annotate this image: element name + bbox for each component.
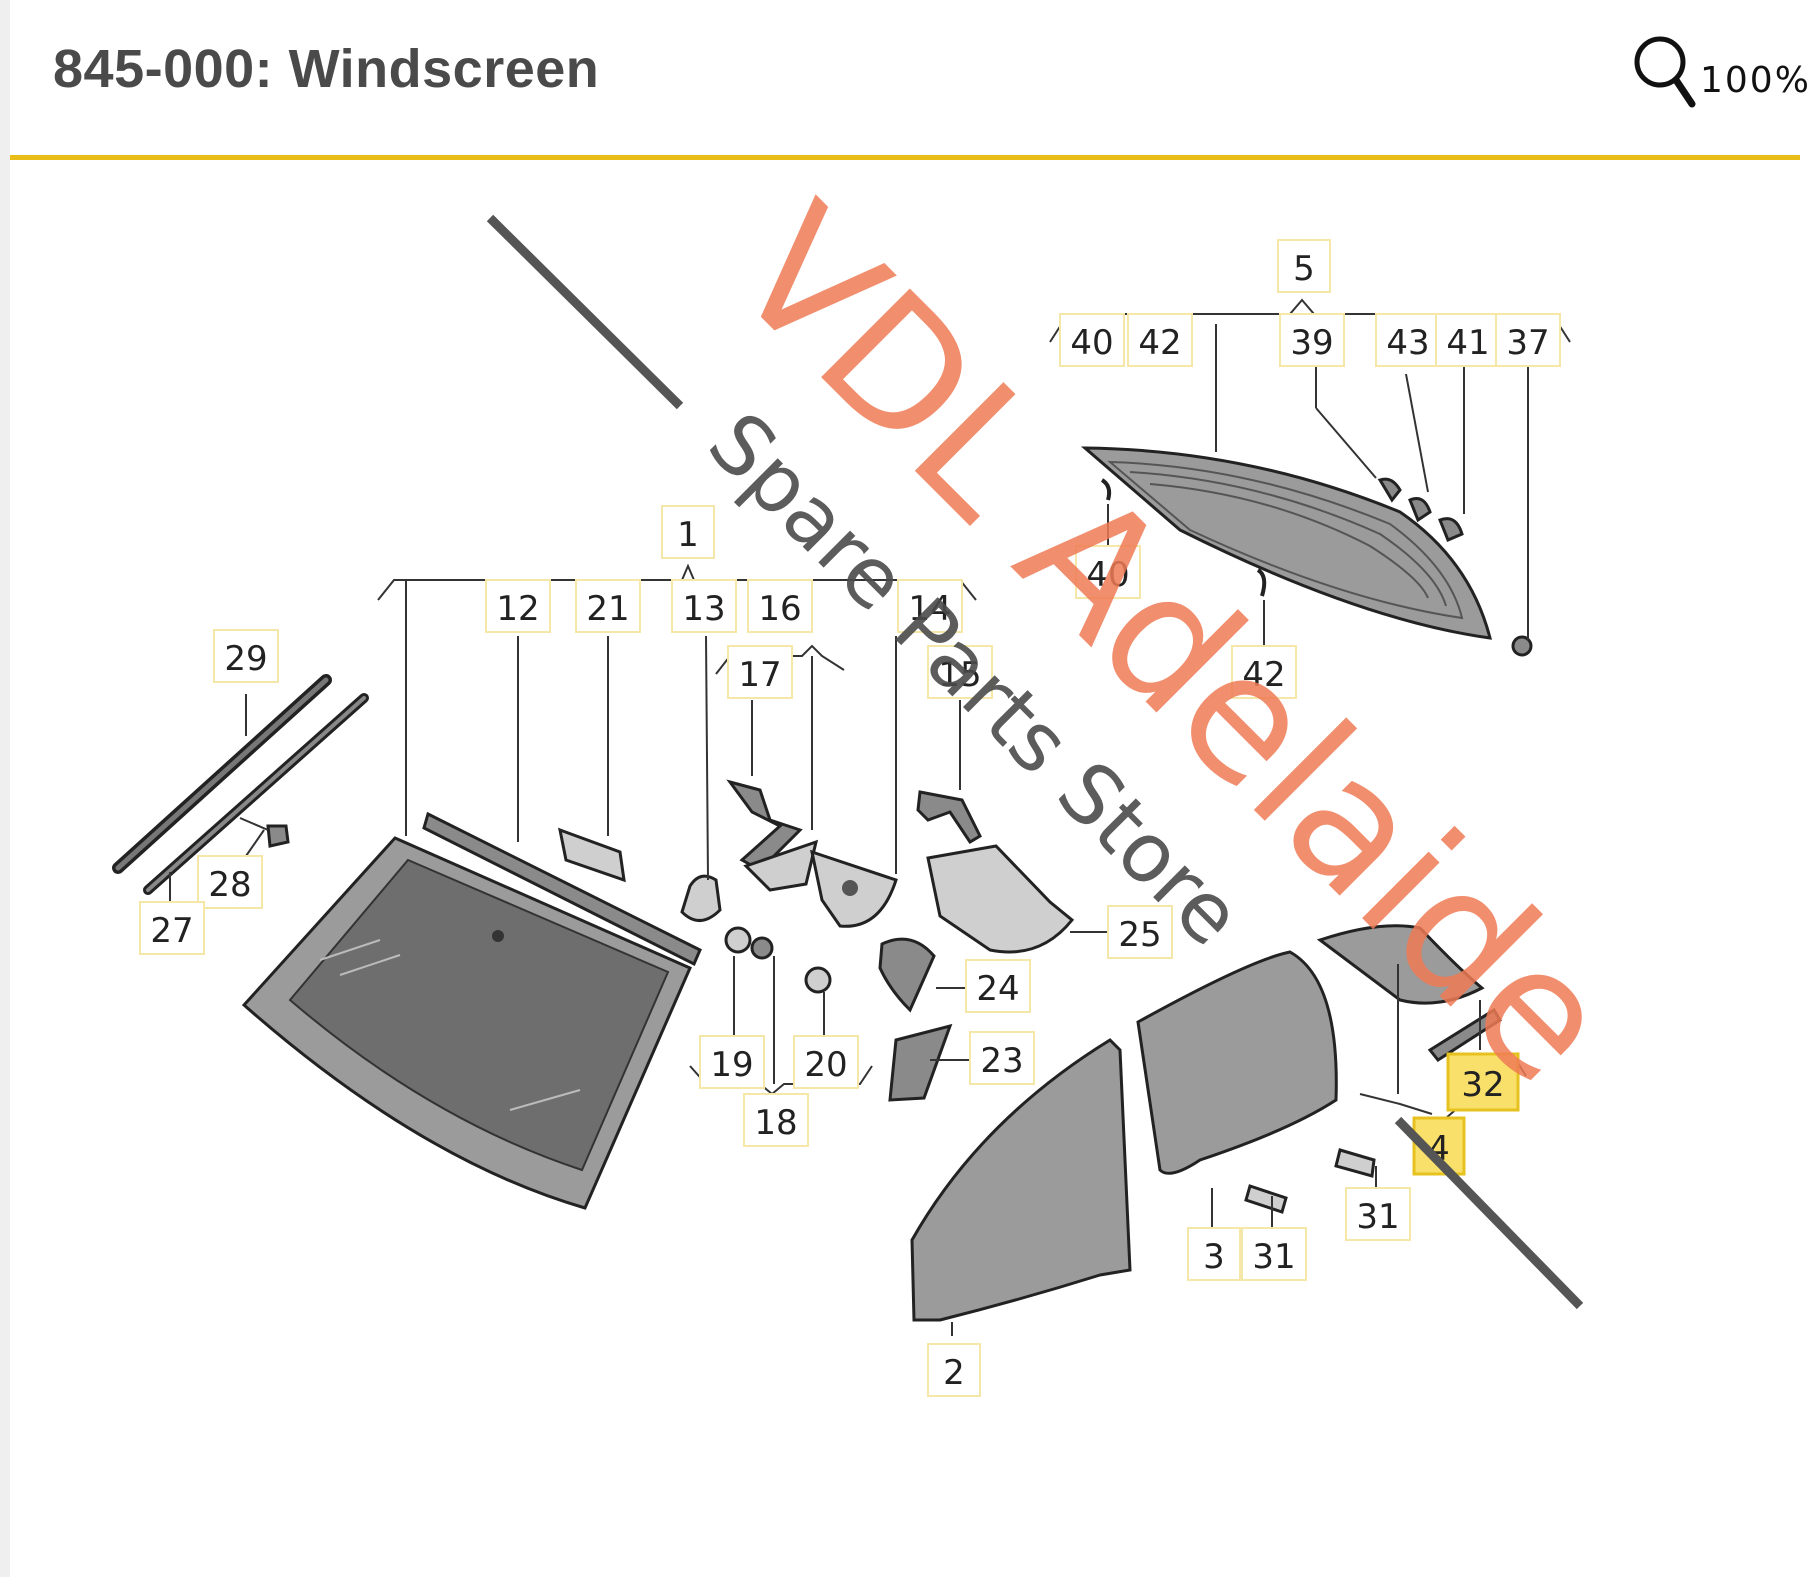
callout-18[interactable]: 18 (743, 1093, 809, 1147)
callout-15[interactable]: 15 (927, 645, 993, 699)
svg-text:13: 13 (682, 589, 725, 629)
rear-window-glass (1080, 446, 1533, 657)
callout-13[interactable]: 13 (671, 579, 737, 633)
svg-text:32: 32 (1461, 1065, 1504, 1105)
windscreen-seal-12 (422, 811, 702, 967)
trim-23 (888, 1023, 953, 1102)
svg-text:42: 42 (1242, 655, 1285, 695)
callout-16[interactable]: 16 (747, 579, 813, 633)
callout-40b[interactable]: 40 (1075, 545, 1141, 599)
callout-42b[interactable]: 42 (1231, 645, 1297, 699)
sensor-cover-21 (558, 827, 626, 883)
svg-text:17: 17 (738, 655, 781, 695)
svg-text:31: 31 (1252, 1237, 1295, 1277)
svg-text:24: 24 (976, 969, 1019, 1009)
svg-text:3: 3 (1203, 1237, 1225, 1277)
callout-25[interactable]: 25 (1107, 905, 1173, 959)
callout-17[interactable]: 17 (727, 645, 793, 699)
callout-31b[interactable]: 31 (1345, 1187, 1411, 1241)
watermark-line1: VDL Adelaide (697, 169, 1650, 1122)
zoom-level: 100% (1700, 60, 1811, 101)
callout-31a[interactable]: 31 (1241, 1227, 1307, 1281)
svg-text:1: 1 (677, 515, 699, 555)
zoom-icon[interactable] (1632, 34, 1696, 110)
clip-28 (239, 817, 290, 848)
callout-3[interactable]: 3 (1187, 1227, 1241, 1281)
svg-text:31: 31 (1356, 1197, 1399, 1237)
door-glass-2 (910, 1038, 1132, 1322)
cover-25 (926, 844, 1075, 954)
windscreen-glass (241, 836, 692, 1210)
callout-21[interactable]: 21 (575, 579, 641, 633)
callout-43[interactable]: 43 (1375, 313, 1441, 367)
clip-20 (804, 966, 832, 994)
header-accent-rule (10, 155, 1800, 160)
callout-27[interactable]: 27 (139, 901, 205, 955)
callout-39[interactable]: 39 (1279, 313, 1345, 367)
callout-19[interactable]: 19 (699, 1035, 765, 1089)
callout-12[interactable]: 12 (485, 579, 551, 633)
trim-strip-27 (143, 693, 369, 895)
callout-5[interactable]: 5 (1277, 239, 1331, 293)
callout-37[interactable]: 37 (1495, 313, 1561, 367)
cover-15 (916, 790, 982, 845)
svg-text:25: 25 (1118, 915, 1161, 955)
svg-text:5: 5 (1293, 249, 1315, 289)
door-glass-3 (1136, 950, 1338, 1175)
callout-29[interactable]: 29 (213, 629, 279, 683)
page-title: 845-000: Windscreen (53, 39, 600, 99)
svg-text:12: 12 (496, 589, 539, 629)
callout-1[interactable]: 1 (661, 505, 715, 559)
header: 845-000: Windscreen 100% (10, 0, 1809, 158)
svg-text:2: 2 (943, 1353, 965, 1393)
svg-text:39: 39 (1290, 323, 1333, 363)
svg-text:28: 28 (208, 865, 251, 905)
clips-19 (724, 926, 774, 960)
callout-20[interactable]: 20 (793, 1035, 859, 1089)
callout-14[interactable]: 14 (897, 579, 963, 633)
quarter-glass-4 (1316, 924, 1503, 1062)
svg-text:40: 40 (1070, 323, 1113, 363)
mirror-mount-16 (743, 839, 898, 928)
svg-text:16: 16 (758, 589, 801, 629)
svg-text:42: 42 (1138, 323, 1181, 363)
callout-41[interactable]: 41 (1435, 313, 1501, 367)
callout-40a[interactable]: 40 (1059, 313, 1125, 367)
svg-text:20: 20 (804, 1045, 847, 1085)
bracket-13 (680, 874, 722, 922)
svg-text:14: 14 (908, 589, 951, 629)
callout-28[interactable]: 28 (197, 855, 263, 909)
svg-text:29: 29 (224, 639, 267, 679)
svg-text:23: 23 (980, 1041, 1023, 1081)
callout-23[interactable]: 23 (969, 1031, 1035, 1085)
callout-42a[interactable]: 42 (1127, 313, 1193, 367)
svg-text:43: 43 (1386, 323, 1429, 363)
callout-24[interactable]: 24 (965, 959, 1031, 1013)
callout-2[interactable]: 2 (927, 1343, 981, 1397)
guides-31 (1244, 1148, 1376, 1214)
svg-text:37: 37 (1506, 323, 1549, 363)
callout-32[interactable]: 32 (1446, 1052, 1520, 1112)
svg-text:18: 18 (754, 1103, 797, 1143)
zoom-control[interactable]: 100% (1632, 34, 1811, 114)
trim-24 (878, 937, 936, 1013)
svg-text:21: 21 (586, 589, 629, 629)
trim-strip-29 (112, 674, 332, 874)
svg-text:40: 40 (1086, 555, 1129, 595)
svg-text:41: 41 (1446, 323, 1489, 363)
svg-text:15: 15 (938, 655, 981, 695)
svg-text:19: 19 (710, 1045, 753, 1085)
left-rail (0, 0, 10, 1577)
svg-text:27: 27 (150, 911, 193, 951)
